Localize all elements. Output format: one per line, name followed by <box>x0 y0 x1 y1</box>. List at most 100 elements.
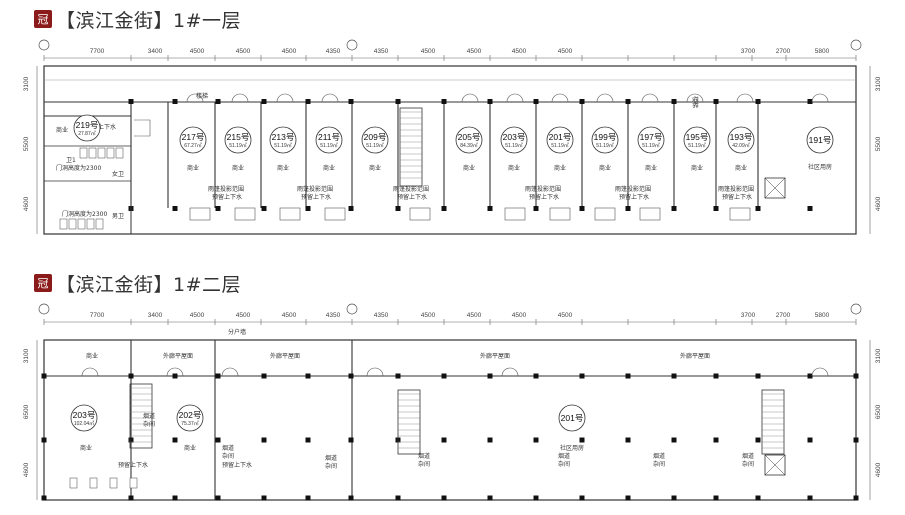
grid-axis-marker <box>346 303 358 315</box>
unit-number: 209号 <box>364 132 387 142</box>
left-dimension-label: 5500 <box>23 136 30 151</box>
structural-column <box>579 206 585 211</box>
structural-column <box>215 206 221 211</box>
label-closet: 杂间 <box>653 460 665 468</box>
toilet-icon <box>109 477 118 489</box>
central-stair <box>399 107 423 187</box>
structural-column <box>395 373 401 379</box>
label-toilet1: 卫1 <box>66 157 76 164</box>
unit-number: 193号 <box>730 132 753 142</box>
dimension-label: 4500 <box>512 312 527 319</box>
structural-column <box>348 437 354 443</box>
structural-column <box>625 495 631 501</box>
door-swing <box>321 93 339 103</box>
unit-marker <box>73 114 101 142</box>
door-swing <box>811 367 829 377</box>
grid-axis-marker <box>850 303 862 315</box>
unit-marker <box>179 126 207 154</box>
floor1-title: 冠 【滨江金街】1#一层 <box>34 6 241 32</box>
label-pipe: 预留上下水 <box>619 193 649 201</box>
structural-column <box>215 99 221 104</box>
structural-column <box>625 99 631 104</box>
unit-use-label: 商业 <box>369 164 381 172</box>
balcony-box <box>504 207 526 221</box>
unit-area: 102.04㎡ <box>74 420 94 427</box>
balcony-box <box>409 207 431 221</box>
dimension-label: 4500 <box>512 48 527 55</box>
dimension-label: 4500 <box>467 312 482 319</box>
structural-column <box>487 206 493 211</box>
label-pipe: 预留上下水 <box>301 193 331 201</box>
unit-marker <box>176 404 204 432</box>
structural-column <box>305 495 311 501</box>
structural-column <box>713 437 719 443</box>
label-male-toilet: 男卫 <box>112 213 124 220</box>
unit-number: 217号 <box>182 132 205 142</box>
unit-marker <box>224 126 252 154</box>
structural-column <box>533 206 539 211</box>
dimension-label: 5800 <box>815 48 830 55</box>
toilet-stall-icon <box>77 218 86 230</box>
toilet-stall-icon <box>86 218 95 230</box>
grid-axis-marker <box>850 39 862 51</box>
elevator-cross <box>764 177 786 199</box>
structural-column <box>395 495 401 501</box>
unit-marker <box>546 126 574 154</box>
grid-axis-marker <box>346 39 358 51</box>
unit-marker <box>683 126 711 154</box>
unit-use-label: 商业 <box>277 164 289 172</box>
brand-logo-icon: 冠 <box>34 274 52 292</box>
structural-column <box>348 495 354 501</box>
balcony-box <box>234 207 256 221</box>
unit-use-label: 商业 <box>80 444 92 452</box>
door-swing <box>231 93 249 103</box>
label-stair: 楼梯 <box>196 92 208 100</box>
structural-column <box>441 206 447 211</box>
structural-column <box>625 437 631 443</box>
unit-marker <box>727 126 755 154</box>
grid-axis-marker <box>38 39 50 51</box>
unit-marker <box>558 404 586 432</box>
toilet-stall-icon <box>97 147 106 159</box>
label-pipe: 预留上下水 <box>86 123 116 131</box>
dimension-label: 4350 <box>374 312 389 319</box>
toilet-stall-icon <box>95 218 104 230</box>
toilet-stall-icon <box>88 147 97 159</box>
label-smoke: 烟道 <box>325 454 337 462</box>
label-terrace: 外廊平屋面 <box>270 352 300 360</box>
structural-column <box>41 373 47 379</box>
unit-use-label: 社区用房 <box>560 444 584 452</box>
label-partition-wall: 分户墙 <box>228 328 246 336</box>
unit-number: 203号 <box>503 132 526 142</box>
unit-area: 51.19㎡ <box>596 142 614 149</box>
structural-column <box>625 373 631 379</box>
unit-number: 195号 <box>686 132 709 142</box>
unit-area: 27.87㎡ <box>78 130 96 137</box>
structural-column <box>215 495 221 501</box>
label-closet: 杂间 <box>558 460 570 468</box>
structural-column <box>348 206 354 211</box>
balcony-box <box>324 207 346 221</box>
stair <box>129 383 153 449</box>
stair-icon <box>134 119 151 137</box>
label-stair: 楼梯 <box>691 96 699 108</box>
structural-column <box>41 495 47 501</box>
toilet-icon <box>89 477 98 489</box>
unit-marker <box>269 126 297 154</box>
balcony-box <box>729 207 751 221</box>
structural-column <box>533 437 539 443</box>
structural-column <box>671 373 677 379</box>
structural-column <box>215 373 221 379</box>
floor1-title-text: 【滨江金街】1#一层 <box>56 9 242 32</box>
unit-use-label: 商业 <box>735 164 747 172</box>
structural-column <box>172 206 178 211</box>
structural-column <box>487 437 493 443</box>
dimension-label: 4500 <box>190 48 205 55</box>
dimension-label: 5800 <box>815 312 830 319</box>
structural-column <box>305 206 311 211</box>
unit-number: 201号 <box>549 132 572 142</box>
unit-use-label: 商业 <box>599 164 611 172</box>
right-dimension-label: 6500 <box>875 404 882 419</box>
structural-column <box>261 373 267 379</box>
toilet-icon <box>69 477 78 489</box>
